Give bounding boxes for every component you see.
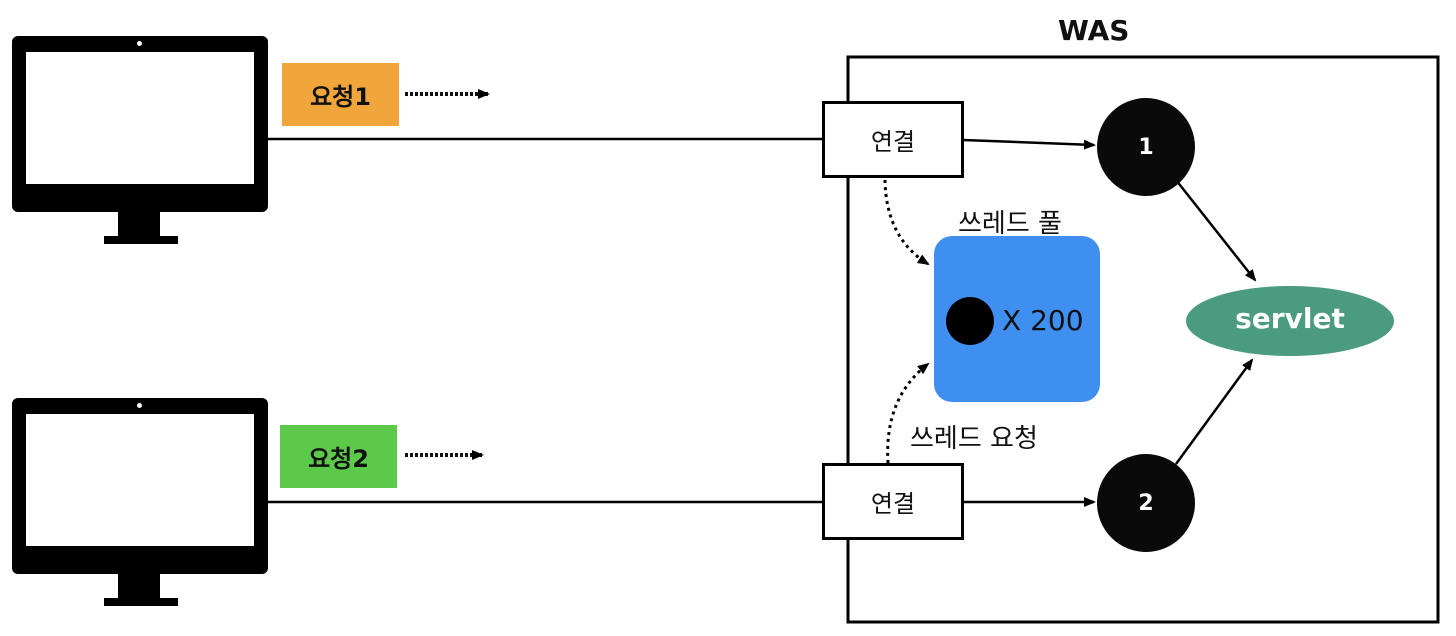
thread-dot-icon: [946, 297, 994, 345]
was-title: WAS: [1058, 14, 1130, 47]
conn-1-to-thread-1-arrow: [962, 138, 1096, 150]
was-container: [846, 55, 1440, 624]
monitor-2-stand: [118, 572, 160, 600]
request-1-tag: 요청1: [282, 63, 399, 126]
thread-node-1: 1: [1097, 98, 1195, 196]
monitor-1-camera-icon: [137, 41, 142, 46]
monitor-2-camera-icon: [137, 403, 142, 408]
thread-2-to-servlet-arrow: [1174, 358, 1254, 465]
monitor-2-screen: [26, 414, 254, 546]
connection-2-box: 연결: [822, 463, 964, 540]
servlet-shape: [1186, 286, 1394, 356]
thread-node-2: 2: [1097, 454, 1195, 552]
monitor-1-base: [104, 236, 178, 244]
request-2-tag: 요청2: [280, 425, 397, 488]
thread-1-to-servlet-arrow: [1175, 179, 1257, 282]
connection-1-box: 연결: [822, 101, 964, 178]
thread-pool-label: 쓰레드 풀: [958, 209, 1062, 239]
servlet-label: servlet: [1235, 302, 1345, 335]
conn-2-to-pool-arrow: [886, 362, 930, 464]
thread-request-label: 쓰레드 요청: [910, 424, 1038, 454]
thread-pool-count: X 200: [1002, 304, 1084, 337]
monitor-2-base: [104, 598, 178, 606]
conn-1-to-pool-arrow: [883, 179, 930, 266]
monitor-1-screen: [26, 52, 254, 184]
monitor-1-stand: [118, 210, 160, 238]
